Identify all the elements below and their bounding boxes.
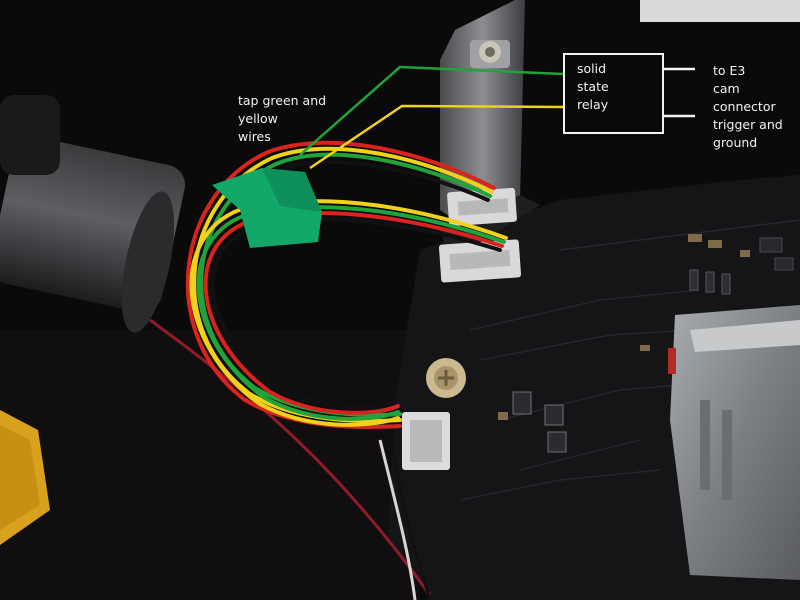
smd-components	[498, 234, 794, 453]
e3-connector-annotation: to E3 cam connector trigger and ground	[713, 63, 783, 150]
top-right-paper	[640, 0, 800, 22]
metal-cylinder	[0, 95, 186, 333]
pcb-traces	[459, 219, 800, 501]
solid-state-relay-label: solid state relay	[577, 61, 609, 112]
tap-wires-annotation: tap green and yellow wires	[238, 93, 327, 144]
metal-shield	[670, 305, 800, 580]
green-wire-annotation-line	[299, 65, 564, 156]
red-marker	[668, 348, 676, 374]
solid-state-relay-box	[563, 53, 664, 134]
connector-left-edge	[402, 412, 450, 470]
red-black-wire	[149, 318, 432, 596]
yellow-wire-annotation-line	[309, 104, 564, 170]
connector-top	[447, 187, 517, 227]
wire-harness	[186, 140, 508, 429]
